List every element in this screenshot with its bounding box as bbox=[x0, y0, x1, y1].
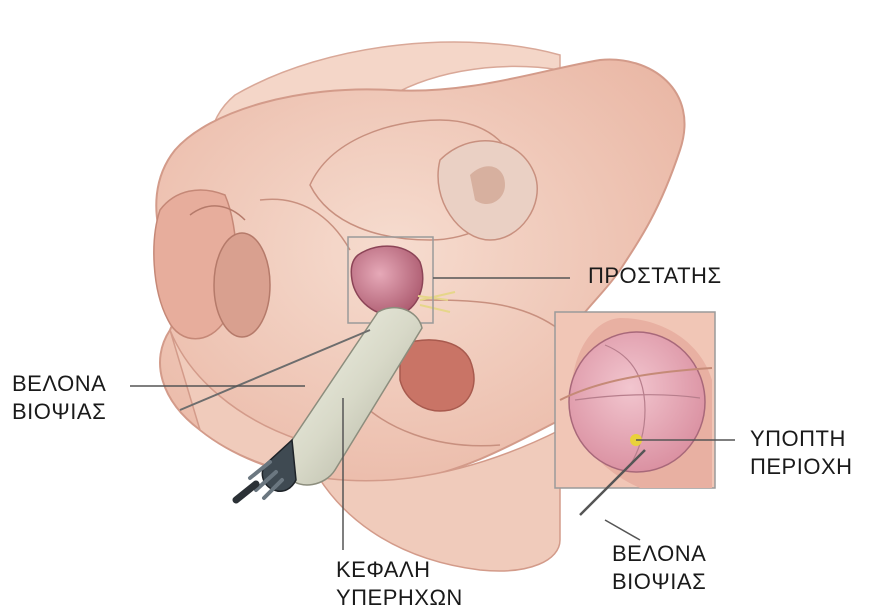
label-suspect-area: ΥΠΟΠΤΗ ΠΕΡΙΟΧΗ bbox=[750, 425, 853, 481]
label-ultrasound-probe: ΚΕΦΑΛΗ ΥΠΕΡΗΧΩΝ bbox=[336, 556, 463, 612]
label-biopsy-needle-left: ΒΕΛΟΝΑ ΒΙΟΨΙΑΣ bbox=[12, 370, 106, 426]
label-prostate: ΠΡΟΣΤΑΤΗΣ bbox=[588, 262, 722, 290]
prostate-inset bbox=[555, 312, 715, 515]
label-biopsy-needle-right: ΒΕΛΟΝΑ ΒΙΟΨΙΑΣ bbox=[612, 540, 706, 596]
